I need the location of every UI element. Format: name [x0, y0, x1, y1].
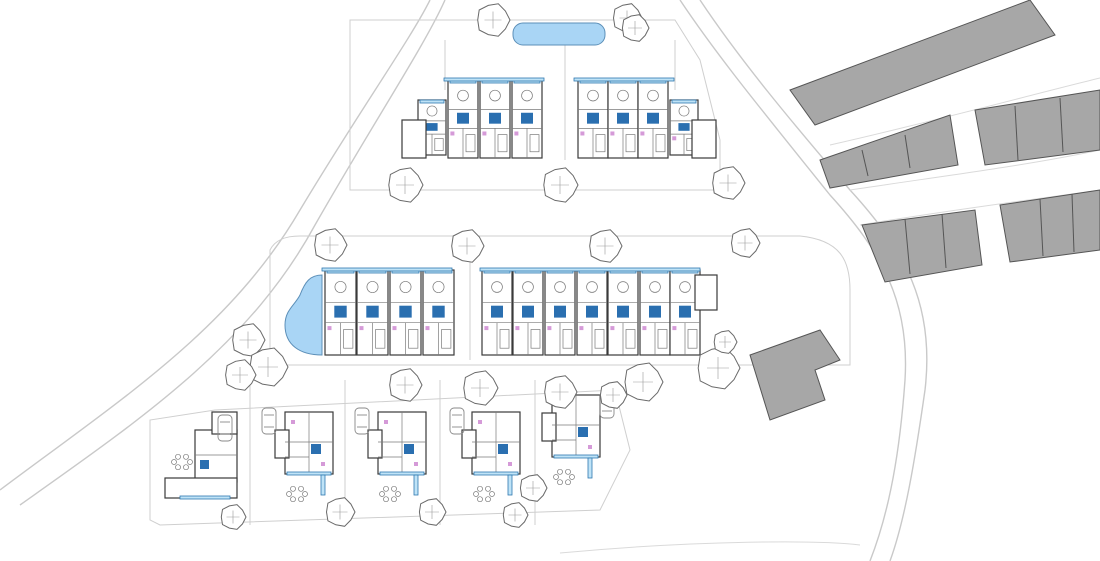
detached-villas: [164, 394, 601, 503]
tree-icon: [314, 228, 348, 262]
townhouse-unit: [479, 79, 511, 159]
tree-icon: [589, 229, 623, 263]
tree-icon: [519, 474, 548, 502]
townhouse-unit: [389, 269, 422, 356]
townhouse-unit: [481, 269, 513, 356]
tree-icon: [249, 347, 289, 387]
detached-villa: [367, 411, 427, 503]
detached-villa: [461, 411, 521, 503]
existing-buildings: [749, 0, 1100, 421]
tree-icon: [451, 229, 485, 263]
pool-icon: [284, 274, 323, 356]
car-icon: [261, 407, 277, 435]
car-icon: [449, 407, 465, 435]
existing-building-icon: [789, 0, 1056, 126]
pools: [284, 22, 606, 356]
townhouse-unit: [356, 269, 389, 356]
tree-icon: [599, 381, 628, 409]
townhouse-unit: [669, 269, 701, 356]
tree-icon: [713, 330, 738, 354]
tree-icon: [544, 375, 578, 409]
tree-icon: [624, 362, 664, 402]
detached-villa: [541, 394, 601, 486]
tree-icon: [463, 370, 499, 406]
tree-icon: [325, 497, 356, 527]
townhouse-unit: [447, 79, 479, 159]
townhouse-unit: [511, 79, 543, 159]
tree-icon: [389, 368, 423, 402]
existing-building-icon: [861, 209, 983, 283]
tree-icon: [502, 502, 529, 528]
existing-building-icon: [974, 89, 1100, 166]
townhouse-unit: [607, 79, 639, 159]
townhouse-unit: [639, 269, 671, 356]
townhouse-unit: [576, 269, 608, 356]
tree-icon: [697, 346, 741, 390]
tree-icon: [418, 498, 447, 526]
tree-icon: [712, 166, 746, 200]
existing-building-icon: [819, 114, 959, 189]
townhouse-unit: [607, 269, 639, 356]
detached-villa: [274, 411, 334, 503]
townhouse-unit: [324, 269, 357, 356]
pool-icon: [512, 22, 606, 46]
existing-building-icon: [749, 329, 841, 421]
tree-icon: [388, 167, 424, 203]
tree-icon: [621, 14, 650, 42]
tree-icon: [477, 3, 511, 37]
tree-icon: [543, 167, 579, 203]
tree-icon: [225, 359, 257, 391]
detached-villa: [164, 411, 238, 500]
car-icon: [354, 407, 370, 435]
townhouse-unit: [637, 79, 669, 159]
tree-icon: [730, 228, 761, 258]
tree-icon: [220, 504, 247, 530]
townhouse-unit: [544, 269, 576, 356]
townhouse-unit: [577, 79, 609, 159]
car-icon: [217, 414, 233, 442]
townhouse-unit: [422, 269, 455, 356]
townhouse-unit: [512, 269, 544, 356]
existing-building-icon: [999, 189, 1100, 263]
terraced-units: [321, 77, 718, 356]
trees: [220, 3, 761, 530]
